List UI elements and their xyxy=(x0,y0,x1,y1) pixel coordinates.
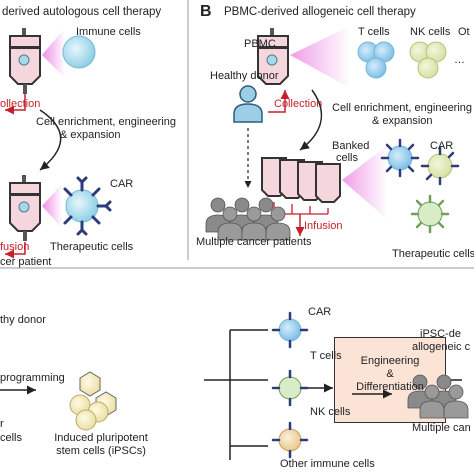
ipsc-car-other-cell-icon xyxy=(271,421,309,459)
therapeutic-cells-label: Therapeutic cells xyxy=(50,241,134,253)
immune-cell-icon xyxy=(62,35,96,69)
car-label: CAR xyxy=(110,178,134,190)
banked-bags-icon xyxy=(261,157,341,203)
somatic-fragment-1: r xyxy=(0,418,4,430)
collection-label: ollection xyxy=(0,98,41,110)
enrichment-label-b2: & expansion xyxy=(372,115,433,127)
ipsc-cells-icon xyxy=(69,394,109,431)
blood-bag-icon xyxy=(9,175,41,241)
car-label-c: CAR xyxy=(308,306,332,318)
blood-bag-icon xyxy=(9,28,41,94)
donor-label-c: thy donor xyxy=(0,314,46,326)
infusion-label-b: Infusion xyxy=(304,220,343,232)
healthy-donor-icon xyxy=(233,85,263,123)
collection-label-b: Collection xyxy=(274,98,323,110)
car-t-cell-icon xyxy=(380,138,420,178)
blood-bag-icon xyxy=(257,28,289,85)
patients-group-icon xyxy=(205,197,291,241)
somatic-fragment-2: cells xyxy=(0,432,23,444)
car-nk-cell-icon xyxy=(410,194,450,234)
ipsc-car-nk-cell-icon xyxy=(271,369,309,407)
immune-cells-label: Immune cells xyxy=(76,26,141,38)
other-cells-label: Other immune cells xyxy=(280,458,375,470)
enrichment-label-2: & expansion xyxy=(60,129,121,141)
ipsc-derived-label-1: iPSC-de xyxy=(420,328,461,340)
healthy-donor-label: Healthy donor xyxy=(210,70,279,82)
ipsc-patients-group-icon xyxy=(407,374,469,419)
t-cells-icon xyxy=(357,41,395,79)
panel-b-header: PBMC-derived allogeneic cell therapy xyxy=(224,6,416,18)
others-label: Ot xyxy=(458,26,470,38)
banked-label-2: cells xyxy=(336,152,359,164)
panel-c-art xyxy=(0,371,462,431)
patients-label-c: Multiple can xyxy=(412,422,471,434)
infusion-label: fusion xyxy=(0,241,30,253)
t-cells-label: T cells xyxy=(358,26,390,38)
car-cell-icon xyxy=(63,176,112,236)
panel-b-letter: B xyxy=(200,3,212,20)
enrichment-label-1: Cell enrichment, engineering xyxy=(36,116,177,128)
ellipsis-label: … xyxy=(454,54,465,66)
panel-a-art xyxy=(5,28,112,259)
nk-cells-label-c: NK cells xyxy=(310,406,351,418)
reprogramming-label: programming xyxy=(0,372,65,384)
engineering-label-1: Engineering xyxy=(360,355,420,367)
ipsc-label-1: Induced pluripotent xyxy=(54,432,148,444)
banked-label-1: Banked xyxy=(332,140,370,152)
ipsc-label-2: stem cells (iPSCs) xyxy=(56,445,146,457)
car-label-b: CAR xyxy=(430,140,454,152)
enrichment-label-b1: Cell enrichment, engineering xyxy=(332,102,473,114)
nk-cells-icon xyxy=(409,41,447,79)
panel-a-header: derived autologous cell therapy xyxy=(2,6,162,18)
pbmc-label: PBMC xyxy=(244,38,276,50)
therapeutic-cells-label-b: Therapeutic cells xyxy=(392,248,474,260)
ipsc-derived-label-2: allogeneic c xyxy=(412,341,471,353)
t-cells-label-c: T cells xyxy=(310,350,342,362)
car-nk-cell-icon xyxy=(420,146,460,186)
patients-label-b: Multiple cancer patients xyxy=(196,236,312,248)
ipsc-car-t-cell-icon xyxy=(271,311,309,349)
engineering-label-3: Differentiation xyxy=(356,381,424,393)
patient-label: cer patient xyxy=(0,256,52,268)
engineering-label-2: & xyxy=(386,368,394,380)
panel-b-art xyxy=(205,26,460,241)
nk-cells-label: NK cells xyxy=(410,26,451,38)
